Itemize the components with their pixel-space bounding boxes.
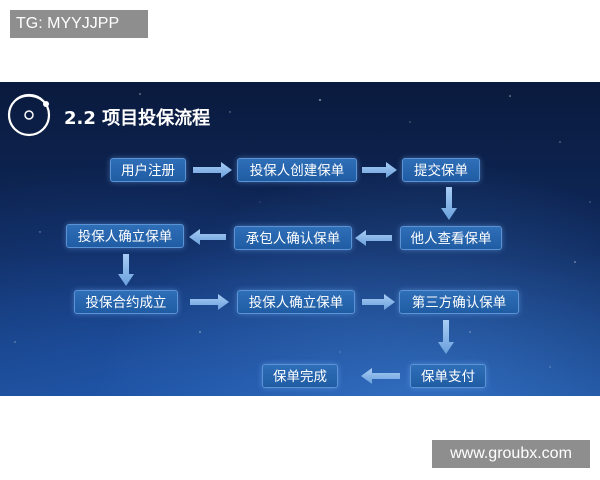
arrow-down [438,320,454,354]
step-insurance-contract-established: 投保合约成立 [74,290,178,314]
arrow-right [193,162,232,178]
step-policyholder-create-policy: 投保人创建保单 [237,158,357,182]
step-third-party-confirm-policy: 第三方确认保单 [399,290,519,314]
orbit-logo-icon [7,93,51,137]
step-others-view-policy: 他人查看保单 [400,226,502,250]
step-policyholder-establish-policy-left: 投保人确立保单 [66,224,184,248]
watermark-top: TG: MYYJJPP [10,10,148,38]
flow-arrows [118,162,457,384]
step-contractor-confirm-policy: 承包人确认保单 [234,226,352,250]
arrow-left [361,368,400,384]
step-submit-policy: 提交保单 [402,158,480,182]
slide-title: 2.2 项目投保流程 [64,108,211,129]
step-policy-payment: 保单支付 [410,364,486,388]
arrow-right [362,162,397,178]
arrow-left [355,230,392,246]
arrow-down [118,254,134,286]
step-policy-complete: 保单完成 [262,364,338,388]
arrow-right [190,294,229,310]
step-user-register: 用户注册 [110,158,186,182]
watermark-bottom: www.groubx.com [432,440,590,468]
step-policyholder-establish-policy: 投保人确立保单 [237,290,355,314]
arrow-left [189,229,226,245]
arrow-right [362,294,395,310]
arrow-down [441,187,457,220]
slide: 2.2 项目投保流程 用户注册 投保人创建保单 提交保单 他人查看保单 承包人确… [0,82,600,396]
